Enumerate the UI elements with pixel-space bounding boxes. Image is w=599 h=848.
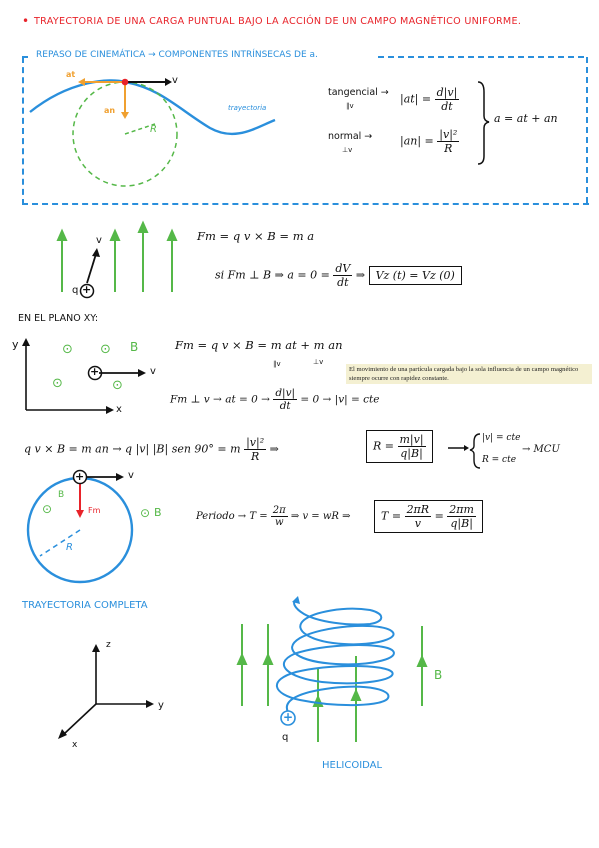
mcu-result-1: |v| = cte	[482, 433, 521, 443]
circ-dot-inside: ⊙	[42, 502, 53, 516]
sub-perp: ⊥v	[313, 358, 324, 366]
helix-caption: HELICOIDAL	[322, 760, 383, 771]
radius-box: R = m|v|q|B|	[366, 430, 433, 463]
plane-charge: +	[90, 365, 100, 378]
mcu-result-2: R = cte	[482, 455, 517, 465]
mcu-label: → MCU	[522, 444, 560, 455]
axis-x: x	[72, 740, 78, 750]
tangential-formula: |at| = d|v|dt	[400, 86, 460, 113]
title-bullet: •	[22, 14, 30, 28]
axis-z: z	[106, 640, 111, 650]
constant-speed-eq: Fm ⊥ v → at = 0 → d|v|dt = 0 → |v| = cte	[170, 387, 380, 412]
s2-label-q: q	[72, 285, 79, 296]
complete-title: TRAYECTORIA COMPLETA	[22, 600, 148, 611]
label-trajectory: trayectoria	[228, 104, 267, 112]
s2-charge: +	[82, 283, 92, 296]
plane-axis-y: y	[12, 338, 19, 351]
b-out-dot-4: ⊙	[112, 378, 123, 393]
b-out-dot-1: ⊙	[62, 342, 73, 357]
constant-speed-note: El movimiento de una partícula cargada b…	[346, 364, 592, 384]
plane-label-B: B	[130, 340, 139, 354]
lorentz-force-eq: Fm = q v × B = m a	[197, 229, 315, 243]
plane-title: EN EL PLANO XY:	[18, 313, 99, 324]
label-v: v	[172, 75, 178, 86]
plane-axis-x: x	[116, 404, 122, 415]
circ-dot-outside: ⊙	[140, 506, 151, 520]
normal-sub: ⊥v	[342, 146, 353, 154]
s2-label-v: v	[96, 235, 102, 246]
tangential-sub: ∥v	[346, 102, 354, 110]
page-title: TRAYECTORIA DE UNA CARGA PUNTUAL BAJO LA…	[34, 16, 522, 27]
review-title: REPASO DE CINEMÁTICA → COMPONENTES INTRÍ…	[36, 50, 318, 60]
helix-label-q: q	[282, 732, 289, 743]
review-box	[22, 57, 589, 205]
helix-label-B: B	[434, 668, 443, 682]
b-out-dot-2: ⊙	[100, 342, 111, 357]
tangential-label: tangencial →	[328, 87, 389, 98]
normal-label: normal →	[328, 131, 373, 142]
acceleration-sum: a = at + an	[494, 112, 558, 125]
b-out-dot-3: ⊙	[52, 376, 63, 391]
axis-y: y	[158, 700, 164, 711]
label-at: at	[66, 70, 76, 79]
helix-charge: +	[283, 710, 294, 724]
radius-derivation-eq: q v × B = m an → q |v| |B| sen 90° = m |…	[24, 436, 279, 463]
circ-label-R: R	[66, 542, 73, 553]
circ-charge: +	[75, 470, 85, 483]
circ-label-B-inside: B	[58, 490, 65, 500]
circ-label-Fm: Fm	[88, 506, 101, 515]
sub-parallel: ∥v	[273, 360, 281, 368]
plane-label-v: v	[150, 366, 156, 377]
circ-label-v: v	[128, 470, 134, 481]
label-R: R	[150, 124, 157, 135]
force-decomposition-eq: Fm = q v × B = m at + m an	[175, 338, 343, 352]
label-an: an	[104, 106, 116, 115]
circ-label-B-outside: B	[154, 506, 162, 519]
